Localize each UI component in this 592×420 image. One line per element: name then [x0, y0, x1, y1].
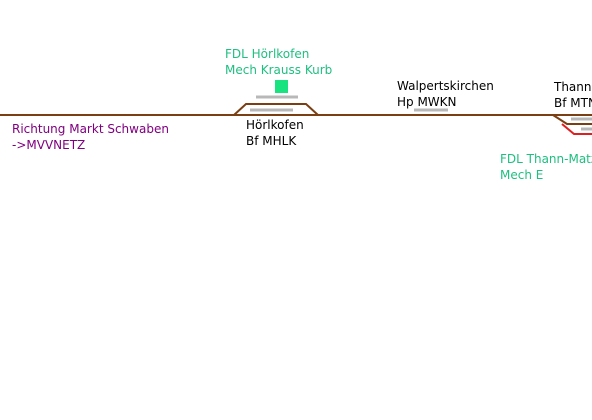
fdl-hoerlkofen-label[interactable]: FDL Hörlkofen Mech Krauss Kurb [225, 46, 332, 78]
fdl-hoerlkofen-indicator[interactable] [275, 80, 288, 93]
station-hoerlkofen-name: Hörlkofen [246, 118, 304, 132]
thann-alert-track [561, 123, 592, 135]
station-walpertskirchen-code: Hp MWKN [397, 95, 457, 109]
direction-network: ->MVVNETZ [12, 138, 86, 152]
station-thann-code: Bf MTN [554, 96, 592, 110]
station-walpertskirchen-label[interactable]: Walpertskirchen Hp MWKN [397, 78, 494, 110]
station-walpertskirchen-name: Walpertskirchen [397, 79, 494, 93]
fdl-thann-label[interactable]: FDL Thann-Matz Mech E [500, 151, 592, 183]
fdl-hoerlkofen-type: Mech Krauss Kurb [225, 63, 333, 77]
direction-markt-schwaben-label[interactable]: Richtung Markt Schwaben ->MVVNETZ [12, 121, 169, 153]
fdl-thann-name: FDL Thann-Matz [500, 152, 592, 166]
direction-name: Richtung Markt Schwaben [12, 122, 169, 136]
station-thann-label[interactable]: Thann- Bf MTN [554, 79, 592, 111]
fdl-hoerlkofen-name: FDL Hörlkofen [225, 47, 310, 61]
station-thann-name: Thann- [554, 80, 592, 94]
fdl-thann-type: Mech E [500, 168, 544, 182]
station-hoerlkofen-label[interactable]: Hörlkofen Bf MHLK [246, 117, 304, 149]
thann-siding-track [552, 114, 592, 125]
hoerlkofen-siding-track [233, 103, 319, 116]
station-hoerlkofen-code: Bf MHLK [246, 134, 297, 148]
